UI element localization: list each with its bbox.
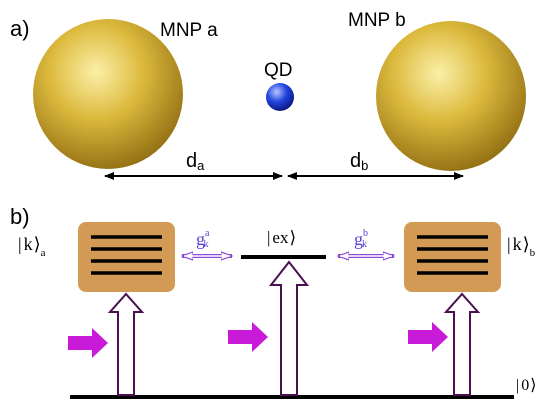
mnp-a-label: MNP a xyxy=(160,20,218,41)
distance-a-label: da xyxy=(186,150,205,173)
plasmon-box-b xyxy=(404,222,501,292)
excitation-arrow-b xyxy=(443,292,481,396)
ket-ex-label: |ex⟩ xyxy=(267,228,296,247)
ket-k-a-label: |k⟩a xyxy=(18,234,46,259)
panel-b-label: b) xyxy=(10,204,30,229)
mnp-b-sphere xyxy=(376,21,526,171)
pump-arrow-a xyxy=(68,328,108,358)
quantum-dot xyxy=(266,83,294,111)
ket-0-label: |0⟩ xyxy=(516,377,536,394)
mnp-b-label: MNP b xyxy=(348,10,406,31)
pump-arrow-qd xyxy=(228,322,268,352)
plasmon-box-a xyxy=(78,222,175,292)
pump-arrow-b xyxy=(408,322,448,352)
excitation-arrow-qd xyxy=(268,260,310,396)
panel-a-label: a) xyxy=(10,16,30,41)
qd-label: QD xyxy=(264,60,293,81)
distance-b-label: db xyxy=(350,150,368,173)
ket-k-b-label: |k⟩b xyxy=(507,234,536,259)
excitation-arrow-a xyxy=(107,292,145,396)
mnp-a-sphere xyxy=(33,19,183,169)
